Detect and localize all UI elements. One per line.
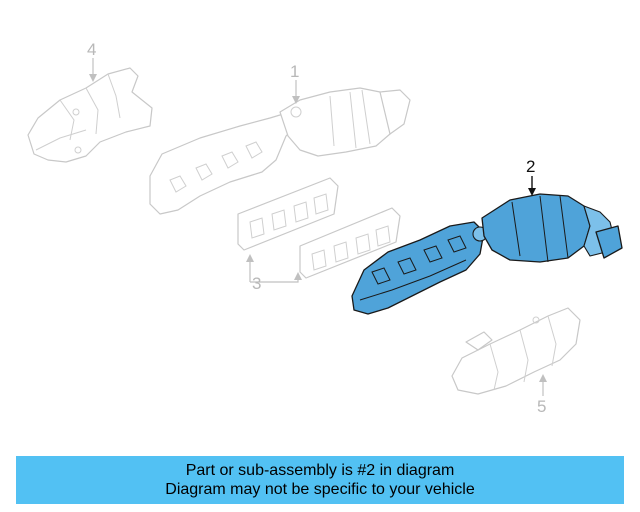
leader-1-arrow bbox=[292, 96, 300, 104]
callout-5: 5 bbox=[537, 397, 546, 416]
info-banner: Part or sub-assembly is #2 in diagram Di… bbox=[16, 456, 624, 504]
parts-diagram: 4 1 3 2 5 bbox=[27, 40, 623, 416]
banner-line-1: Part or sub-assembly is #2 in diagram bbox=[185, 462, 455, 479]
part-1-manifold-assembly bbox=[149, 87, 411, 215]
part-4-heat-shield bbox=[27, 67, 153, 163]
callout-4: 4 bbox=[87, 40, 96, 59]
banner-line-2: Diagram may not be specific to your vehi… bbox=[165, 481, 475, 498]
part-5-heat-shield bbox=[451, 307, 581, 395]
part-2-exhaust-manifold-catalytic-converter bbox=[351, 193, 623, 315]
leader-4-arrow bbox=[89, 74, 97, 82]
part-3-gasket-upper bbox=[237, 177, 339, 251]
part-3-gasket-lower bbox=[299, 207, 401, 279]
leader-3-arrow-a bbox=[246, 254, 254, 262]
leader-5-arrow bbox=[539, 374, 547, 382]
leader-2-arrow bbox=[528, 188, 536, 196]
callout-1: 1 bbox=[290, 62, 299, 81]
callout-2: 2 bbox=[526, 157, 535, 176]
leader-3-arrow-b bbox=[294, 272, 302, 280]
callout-3: 3 bbox=[252, 274, 261, 293]
